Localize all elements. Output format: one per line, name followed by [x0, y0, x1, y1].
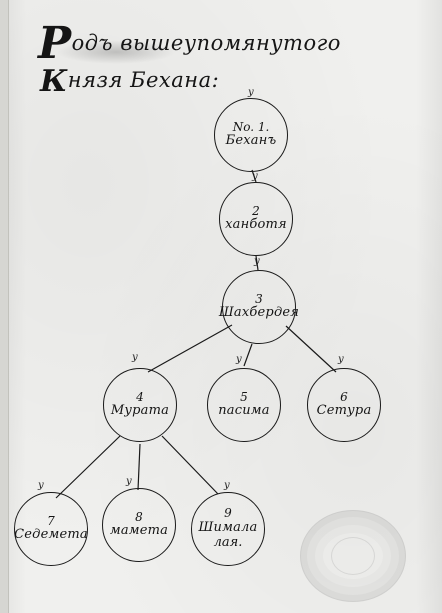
node-name: Мурата: [110, 403, 170, 419]
node-name: Беханъ: [225, 133, 277, 149]
title-line-2: Князя Бехана:: [40, 67, 219, 97]
node-number: 3: [255, 291, 263, 306]
node-number: 2: [252, 203, 260, 218]
node-number: 6: [340, 389, 348, 404]
mark-node-6: у: [338, 354, 344, 365]
connector-2-3: [255, 255, 259, 271]
node-name: Шахбердея: [218, 305, 300, 321]
node-name: Седемета: [14, 527, 88, 543]
connector-3-5: [243, 343, 253, 367]
node-number: 4: [136, 389, 144, 404]
title-initial-2: К: [40, 64, 68, 99]
tree-node-9: 9 Шимала лая.: [191, 492, 265, 566]
node-name-continued: лая.: [213, 534, 243, 550]
mark-node-9: у: [224, 480, 230, 491]
connector-4-9: [161, 435, 219, 495]
mark-node-8: у: [126, 476, 132, 487]
node-number: 9: [224, 506, 232, 521]
title-text-1: одъ вышеупомянутого: [71, 31, 341, 55]
tree-node-5: 5 пасима: [207, 368, 281, 442]
connector-3-4: [147, 324, 233, 373]
tree-node-4: 4 Мурата: [103, 368, 177, 442]
node-name: ханботя: [225, 217, 287, 233]
connector-4-7: [55, 435, 121, 499]
node-name: Сетура: [316, 403, 372, 419]
connector-1-2: [251, 169, 257, 183]
title-initial-1: Р: [38, 18, 72, 69]
connector-4-8: [137, 443, 141, 491]
node-number: No. 1.: [232, 119, 270, 134]
node-number: 8: [135, 509, 143, 524]
connector-3-6: [285, 325, 337, 373]
tree-node-2: 2 ханботя: [219, 182, 293, 256]
page-edge: [0, 0, 9, 613]
tree-node-1: No. 1. Беханъ: [214, 98, 288, 172]
node-name: мамета: [109, 523, 169, 539]
tree-node-8: 8 мамета: [102, 488, 176, 562]
mark-node-3: у: [254, 256, 260, 267]
library-stamp: [300, 510, 406, 602]
mark-node-1: у: [248, 87, 254, 98]
title-line-1: Родъ вышеупомянутого: [38, 22, 341, 66]
tree-node-3: 3 Шахбердея: [218, 270, 300, 344]
mark-node-7: у: [38, 480, 44, 491]
node-name: пасима: [218, 403, 270, 419]
tree-node-7: 7 Седемета: [14, 492, 88, 566]
mark-node-2: у: [252, 171, 258, 182]
title-text-2: нязя Бехана:: [67, 68, 220, 92]
node-number: 5: [240, 389, 248, 404]
node-name: Шимала: [198, 519, 258, 535]
tree-node-6: 6 Сетура: [307, 368, 381, 442]
mark-node-4: у: [132, 352, 138, 363]
node-number: 7: [47, 513, 55, 528]
mark-node-5: у: [236, 354, 242, 365]
